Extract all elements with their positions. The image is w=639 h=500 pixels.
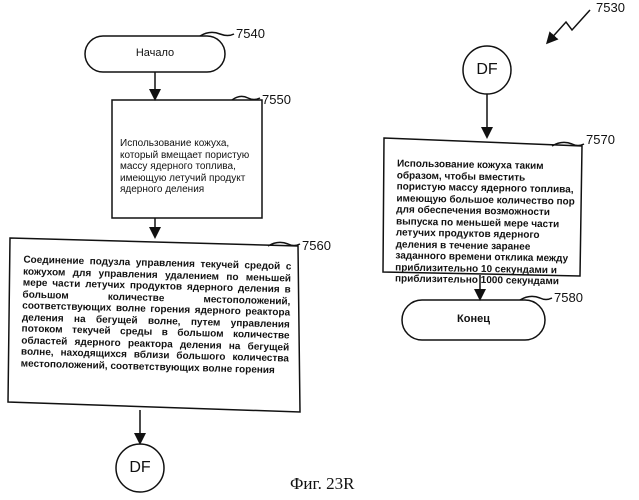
- figure-caption: Фиг. 23R: [290, 474, 354, 494]
- figure-ref-arrow: [548, 10, 590, 42]
- figure-ref: 7530: [596, 0, 625, 15]
- ref-7580: 7580: [554, 290, 583, 305]
- connector-in-label: DF: [463, 57, 511, 83]
- step-7550-text: Использование кожуха, который вмещает по…: [120, 138, 260, 196]
- start-label: Начало: [85, 36, 225, 72]
- connector-out-label: DF: [116, 455, 164, 481]
- ref-7550: 7550: [262, 92, 291, 107]
- end-label: Конец: [402, 300, 545, 340]
- ref-7570: 7570: [586, 132, 615, 147]
- ref-7560: 7560: [302, 238, 331, 253]
- step-7560-text: Соединение подузла управления текучей ср…: [21, 255, 292, 377]
- ref-7540: 7540: [236, 26, 265, 41]
- step-7570-text: Использование кожуха таким образом, чтоб…: [395, 158, 577, 288]
